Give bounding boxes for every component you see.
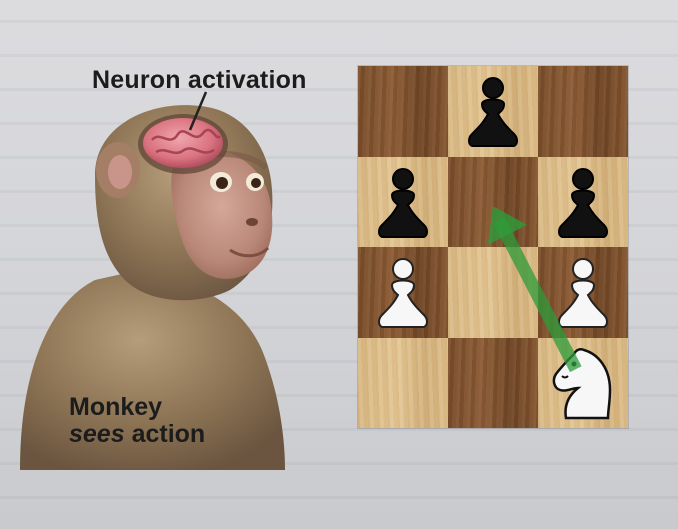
brain-icon xyxy=(143,118,223,168)
monkey-caption: Monkey sees action xyxy=(69,394,205,448)
monkey-caption-line1: Monkey xyxy=(69,393,163,421)
monkey-caption-action: action xyxy=(124,420,206,448)
board-square-r0-c0 xyxy=(358,66,448,157)
board-square-r3-c1 xyxy=(448,337,538,428)
board-square-r2-c1 xyxy=(448,247,538,338)
board-square-r1-c0 xyxy=(358,156,448,247)
board-square-r3-c2 xyxy=(538,337,628,428)
board-square-r3-c0 xyxy=(358,337,448,428)
monkey-caption-sees: sees xyxy=(69,420,125,448)
neuron-activation-label: Neuron activation xyxy=(92,66,307,94)
board-square-r0-c1 xyxy=(448,66,538,157)
chess-board xyxy=(358,66,628,428)
board-square-r2-c2 xyxy=(538,247,628,338)
board-square-r1-c2 xyxy=(538,156,628,247)
monkey-body xyxy=(20,270,285,470)
board-square-r2-c0 xyxy=(358,247,448,338)
board-square-r1-c1 xyxy=(448,156,538,247)
board-square-r0-c2 xyxy=(538,66,628,157)
